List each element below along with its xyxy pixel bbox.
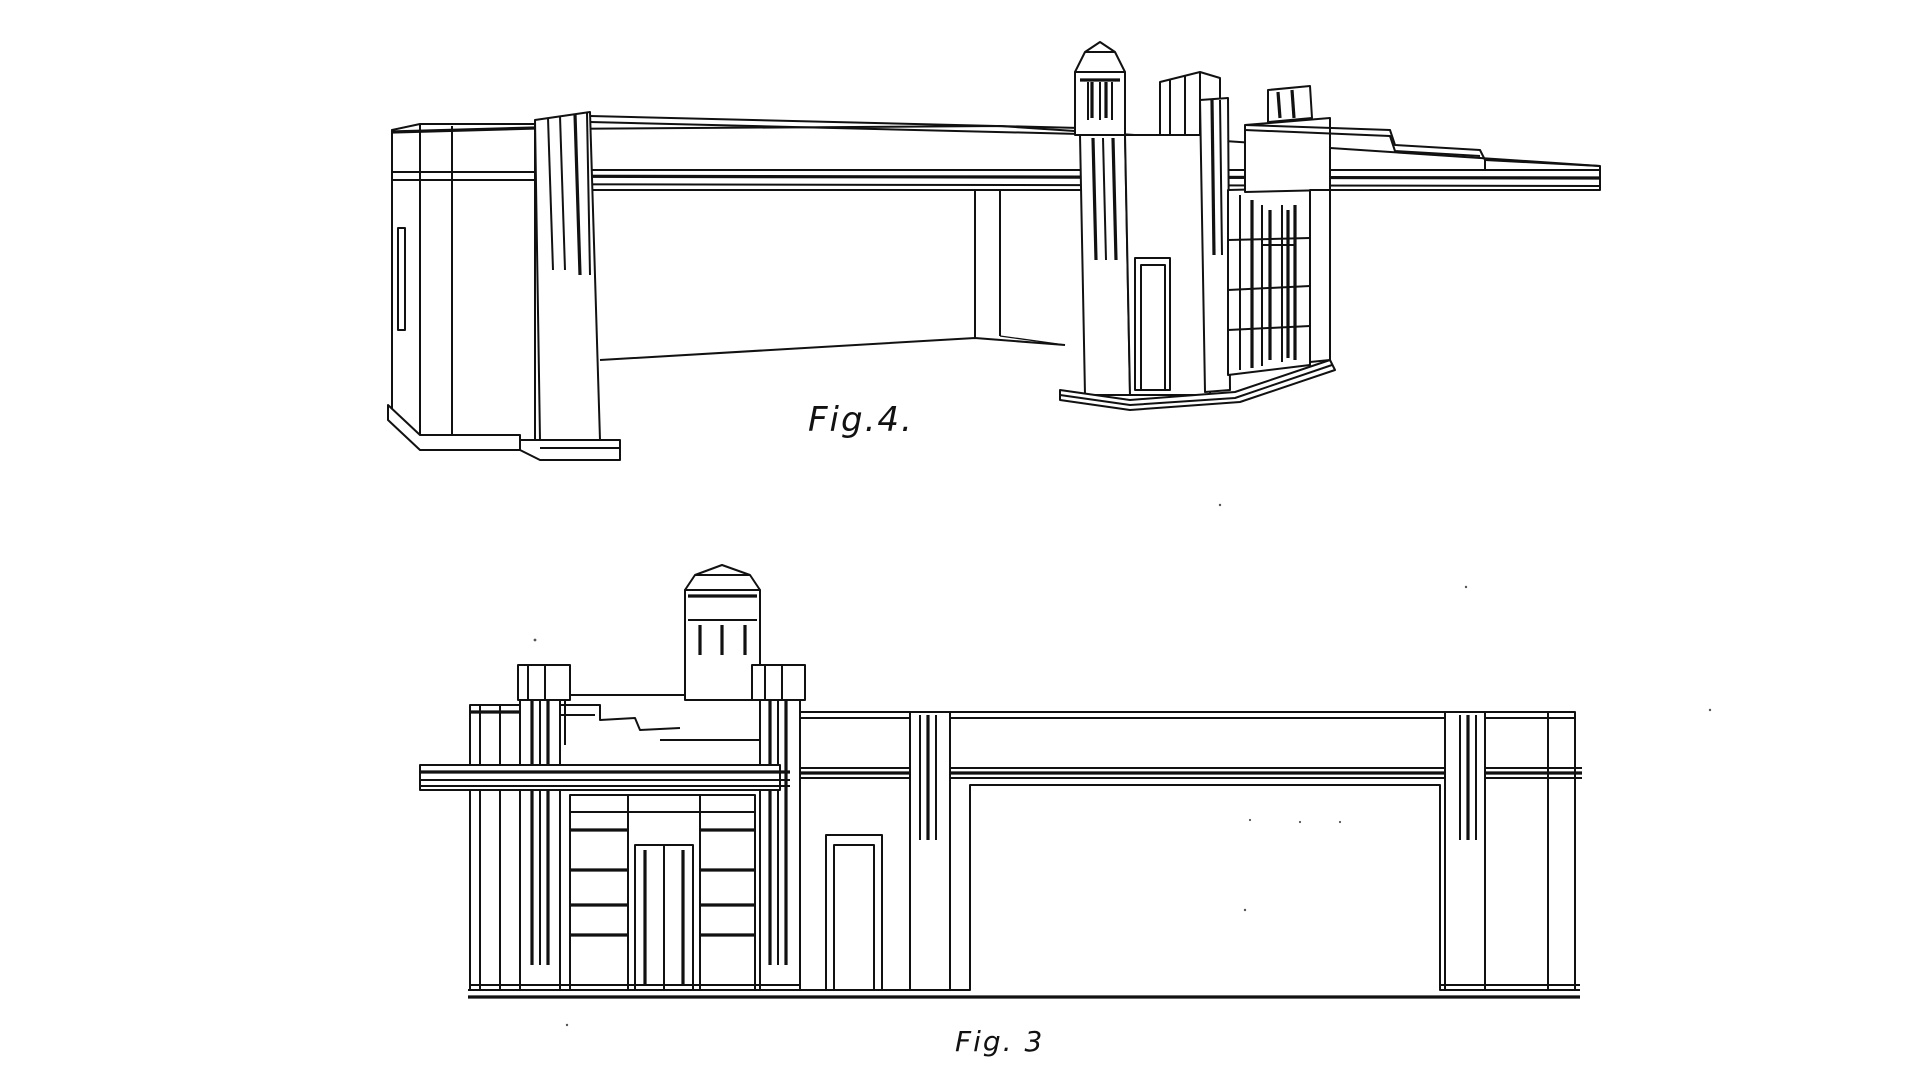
scan-speckles — [533, 503, 1712, 1027]
fig3-caption: Fig. 3 — [955, 1025, 1045, 1058]
fig4-open-bay — [599, 190, 1066, 361]
fig4-caption: Fig.4. — [808, 400, 914, 440]
fig4-left-pier — [519, 111, 621, 461]
fig4-station-building — [1059, 41, 1601, 411]
fig4-left-corner-block — [387, 123, 536, 451]
fig3-elevation-drawing — [419, 564, 1582, 999]
